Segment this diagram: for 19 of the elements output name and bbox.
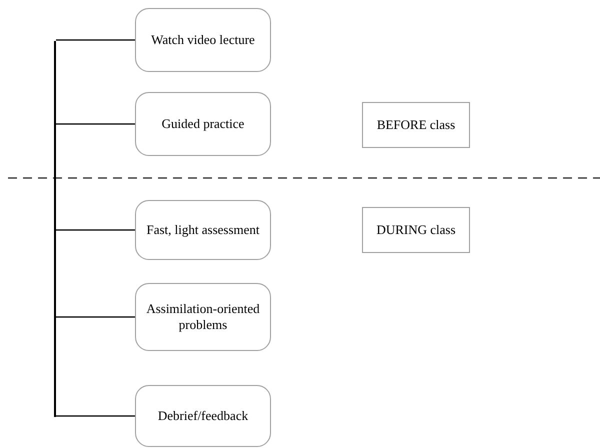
step-label: BEFORE class [376,117,456,133]
phase-box [362,207,470,253]
step-box [135,8,271,72]
step-label: Guided practice [162,116,244,132]
connector-line [56,316,135,318]
step-label: Assimilation-oriented problems [146,301,260,333]
step-box [135,385,271,447]
step-label: Fast, light assessment [146,222,260,238]
step-label: Watch video lecture [151,32,255,48]
step-box [135,92,271,156]
step-label: Debrief/feedback [158,408,248,424]
step-box [135,283,271,351]
connector-line [56,123,135,125]
phase-box [362,102,470,148]
connector-line [56,415,135,417]
connector-line [56,39,135,41]
step-box [135,200,271,260]
connector-line [56,229,135,231]
step-label: DURING class [376,222,456,238]
